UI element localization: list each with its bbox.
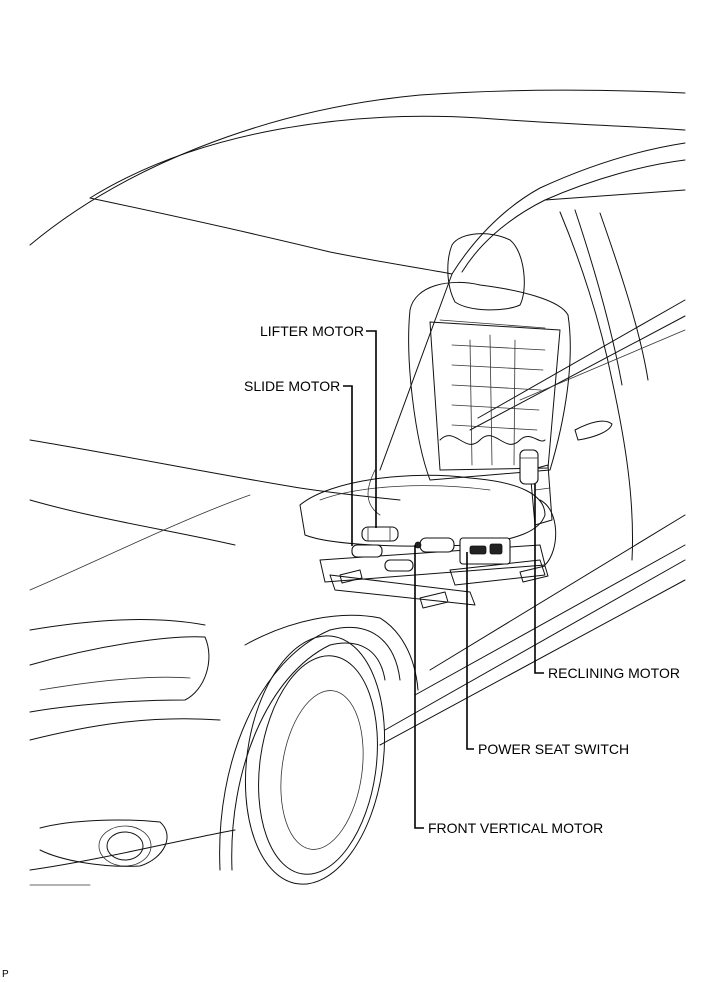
slide-motor-label: SLIDE MOTOR [244,378,341,394]
front-vertical-motor-label: FRONT VERTICAL MOTOR [428,820,604,836]
power-seat-switch-label: POWER SEAT SWITCH [478,741,630,757]
slide-motor-part [351,544,414,572]
front-vertical-motor-part [414,537,455,553]
footer-mark: P [2,969,9,980]
lifter-motor-label: LIFTER MOTOR [260,323,364,339]
lifter-motor-part [361,526,399,542]
reclining-motor-label: RECLINING MOTOR [548,665,680,681]
leader-lines [343,330,544,829]
power-seat-switch-part [459,537,511,565]
car-body [29,89,686,886]
reclining-motor-part [519,449,539,485]
